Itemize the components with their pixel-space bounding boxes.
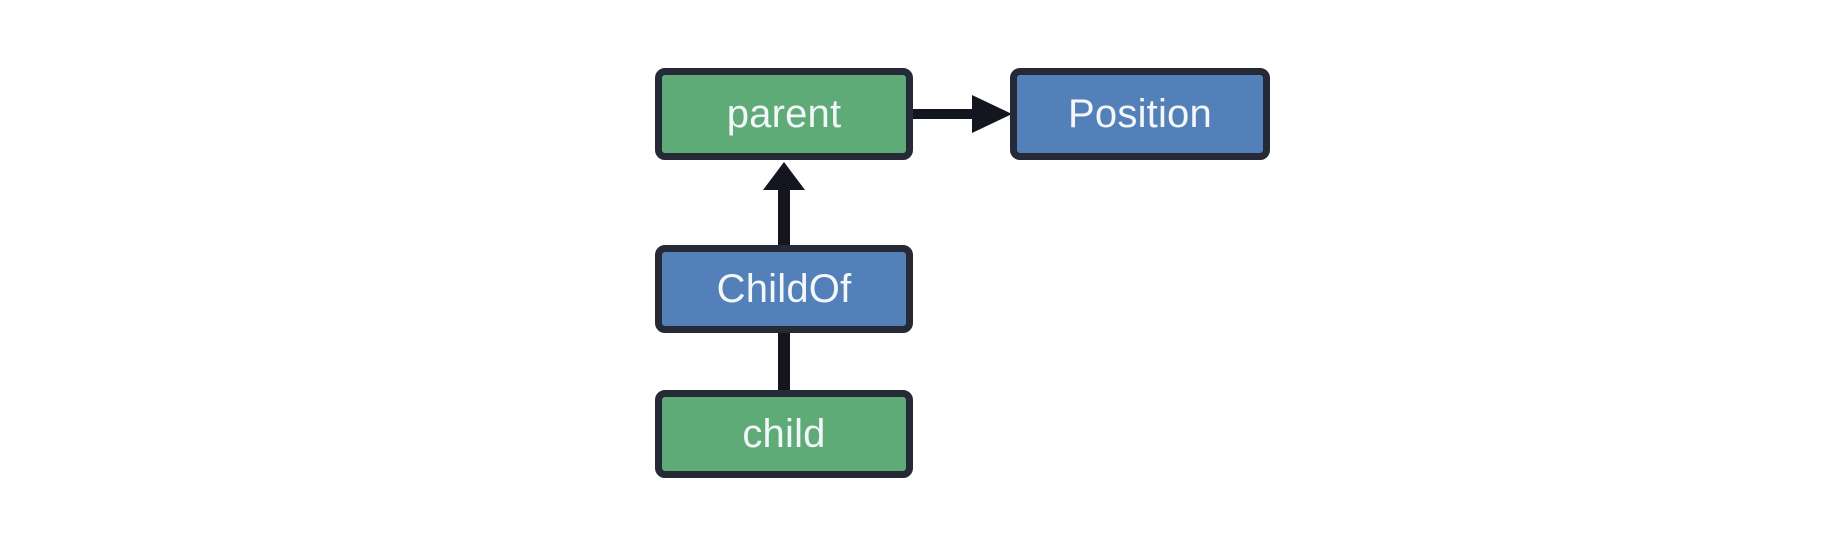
edge-child-to-childof [778, 330, 790, 392]
node-parent-label: parent [726, 92, 842, 136]
node-position[interactable]: Position [1010, 68, 1270, 160]
node-position-label: Position [1068, 92, 1212, 136]
node-childof-label: ChildOf [716, 267, 852, 311]
edge-parent-to-position [913, 95, 1012, 133]
node-child[interactable]: child [655, 390, 913, 478]
node-parent[interactable]: parent [655, 68, 913, 160]
edge-childof-to-parent [763, 162, 805, 248]
node-child-label: child [742, 412, 826, 456]
node-childof[interactable]: ChildOf [655, 245, 913, 333]
